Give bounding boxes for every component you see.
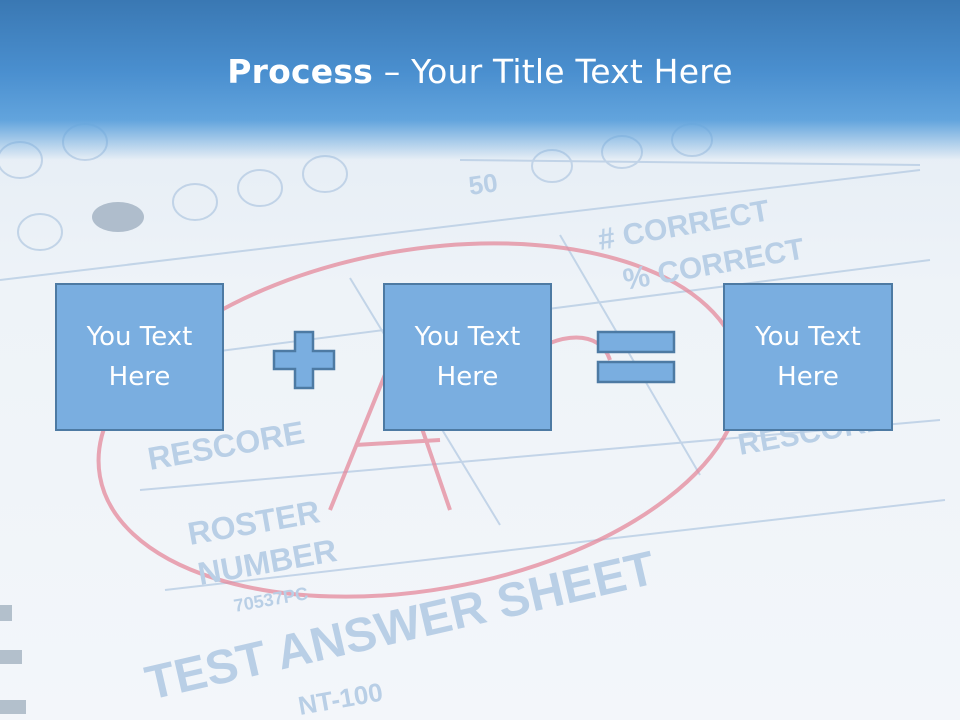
title-bar bbox=[0, 0, 960, 160]
process-box-1[interactable]: You Text Here bbox=[55, 283, 224, 431]
process-box-1-text: You Text Here bbox=[86, 322, 193, 392]
process-box-2[interactable]: You Text Here bbox=[383, 283, 552, 431]
svg-text:50: 50 bbox=[467, 167, 500, 201]
plus-icon bbox=[272, 330, 336, 390]
equals-icon bbox=[596, 330, 676, 384]
process-box-3-text: You Text Here bbox=[755, 322, 861, 392]
title-rest-text: – Your Title Text Here bbox=[373, 52, 733, 91]
slide-title: Process – Your Title Text Here bbox=[0, 52, 960, 91]
process-box-3[interactable]: You Text Here bbox=[723, 283, 893, 431]
svg-text:NT-100: NT-100 bbox=[296, 677, 385, 720]
process-box-2-text: You Text Here bbox=[414, 322, 521, 392]
title-bold-text: Process bbox=[227, 52, 374, 91]
